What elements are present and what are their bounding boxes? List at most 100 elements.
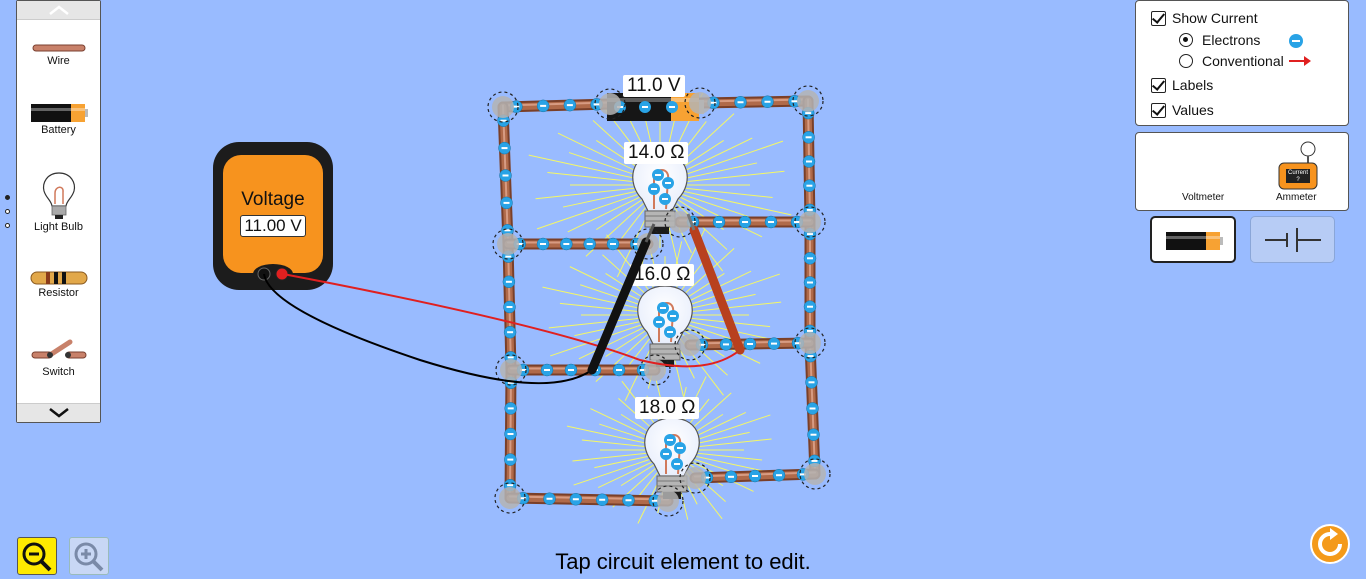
junction-ring: [639, 354, 671, 386]
switch-icon: [31, 339, 86, 359]
chevron-down-icon: [48, 408, 69, 418]
toolbox-item-wire[interactable]: Wire: [17, 41, 100, 67]
reset-icon: [1318, 528, 1342, 556]
show-current-checkbox[interactable]: Show Current: [1151, 10, 1258, 26]
bulb-2-resistance-label[interactable]: 16.0 Ω: [630, 264, 695, 286]
conventional-label: Conventional: [1202, 53, 1284, 69]
values-checkbox[interactable]: Values: [1151, 102, 1214, 118]
view-options-panel: Show Current Electrons Conventional Labe…: [1135, 0, 1349, 126]
toolbox-scroll-down-button[interactable]: [17, 403, 100, 422]
electron-sign: [806, 184, 813, 187]
electron-sign: [716, 221, 722, 223]
electron-sign: [540, 104, 547, 107]
electron-icon: [1289, 34, 1303, 48]
electron-sign: [503, 201, 510, 204]
toolbox-page-dot[interactable]: [5, 209, 10, 214]
glow-ray: [548, 317, 644, 329]
battery-value-label[interactable]: 11.0 V: [623, 75, 685, 97]
bulb-base: [649, 343, 681, 361]
electron-sign: [752, 475, 758, 477]
toolbox-page-dot[interactable]: [5, 195, 10, 200]
junction[interactable]: [669, 211, 691, 233]
light-bulb-icon: [42, 172, 75, 219]
electron-sign: [807, 281, 813, 284]
glow-ray: [535, 187, 639, 200]
conventional-radio[interactable]: Conventional: [1179, 53, 1284, 69]
toolbox-scroll-up-button[interactable]: [17, 1, 100, 20]
zoom-in-icon: [74, 542, 104, 572]
labels-checkbox[interactable]: Labels: [1151, 77, 1213, 93]
toolbox-item-label: Switch: [42, 366, 75, 378]
glow-ray: [679, 140, 784, 177]
zoom-out-icon: [22, 542, 52, 572]
electron-sign: [667, 331, 673, 333]
junction[interactable]: [497, 233, 519, 255]
zoom-in-button[interactable]: [69, 537, 109, 575]
toolbox-item-light-bulb[interactable]: Light Bulb: [17, 171, 100, 233]
electron-sign: [507, 407, 514, 410]
electron-sign: [507, 356, 514, 359]
junction-ring: [632, 228, 664, 260]
junction[interactable]: [799, 332, 821, 354]
junction[interactable]: [599, 93, 621, 115]
schematic-view-button[interactable]: [1250, 216, 1335, 263]
junction[interactable]: [492, 96, 514, 118]
glow-ray: [562, 190, 640, 208]
bulb-3-resistance-label[interactable]: 18.0 Ω: [635, 397, 700, 419]
electron-sign: [670, 315, 676, 317]
glow-ray: [596, 197, 645, 230]
junction[interactable]: [657, 490, 679, 512]
junction[interactable]: [684, 467, 706, 489]
junction[interactable]: [799, 211, 821, 233]
voltmeter[interactable]: Voltage 11.00 V: [212, 141, 334, 291]
junction[interactable]: [499, 487, 521, 509]
toolbox-item-switch[interactable]: Switch: [17, 336, 100, 378]
electron-sign: [502, 174, 509, 177]
junction-ring: [492, 228, 524, 260]
electron-sign: [811, 459, 818, 462]
voltmeter-tool-label[interactable]: Voltmeter: [1182, 192, 1225, 203]
junction[interactable]: [679, 334, 701, 356]
electron-sign: [805, 136, 812, 139]
glow-ray: [566, 425, 652, 445]
electron-sign: [805, 112, 812, 115]
reset-button[interactable]: [1310, 524, 1350, 564]
light-bulb-2[interactable]: [637, 285, 693, 367]
glow-ray: [580, 284, 646, 307]
electrons-radio[interactable]: Electrons: [1179, 32, 1260, 48]
conventional-arrow-icon: [1289, 56, 1311, 66]
bulb-1-resistance-label[interactable]: 14.0 Ω: [624, 142, 689, 164]
lifelike-view-button[interactable]: [1150, 216, 1236, 263]
glow-ray: [693, 438, 772, 448]
toolbox-item-resistor[interactable]: Resistor: [17, 269, 100, 299]
zoom-out-button[interactable]: [17, 537, 57, 575]
glow-ray: [590, 408, 655, 440]
electron-sign: [808, 381, 815, 384]
electron-sign: [747, 343, 753, 345]
junction-ring: [794, 206, 826, 238]
junction[interactable]: [804, 463, 826, 485]
junction-ring: [792, 85, 824, 117]
toolbox-page-dot[interactable]: [5, 223, 10, 228]
ammeter-tool[interactable]: Current ?: [1276, 139, 1320, 191]
electron-sign: [771, 342, 777, 345]
glow-ray: [547, 172, 639, 183]
glow-ray: [680, 190, 792, 216]
junction[interactable]: [689, 92, 711, 114]
electron-sign: [742, 221, 748, 223]
electron-sign: [610, 243, 616, 245]
ammeter-face-text: Current: [1287, 170, 1308, 176]
ammeter-tool-label[interactable]: Ammeter: [1276, 192, 1317, 203]
junction[interactable]: [500, 359, 522, 381]
electron-sign: [566, 104, 573, 107]
electron-sign: [795, 342, 801, 345]
electron-sign: [656, 321, 662, 323]
electron-sign: [807, 355, 814, 358]
electron-sign: [776, 474, 782, 477]
toolbox-item-battery[interactable]: Battery: [17, 102, 100, 136]
electron-sign: [593, 103, 600, 106]
junction[interactable]: [637, 233, 659, 255]
junction[interactable]: [797, 90, 819, 112]
junction[interactable]: [644, 359, 666, 381]
electron-sign: [586, 243, 593, 245]
